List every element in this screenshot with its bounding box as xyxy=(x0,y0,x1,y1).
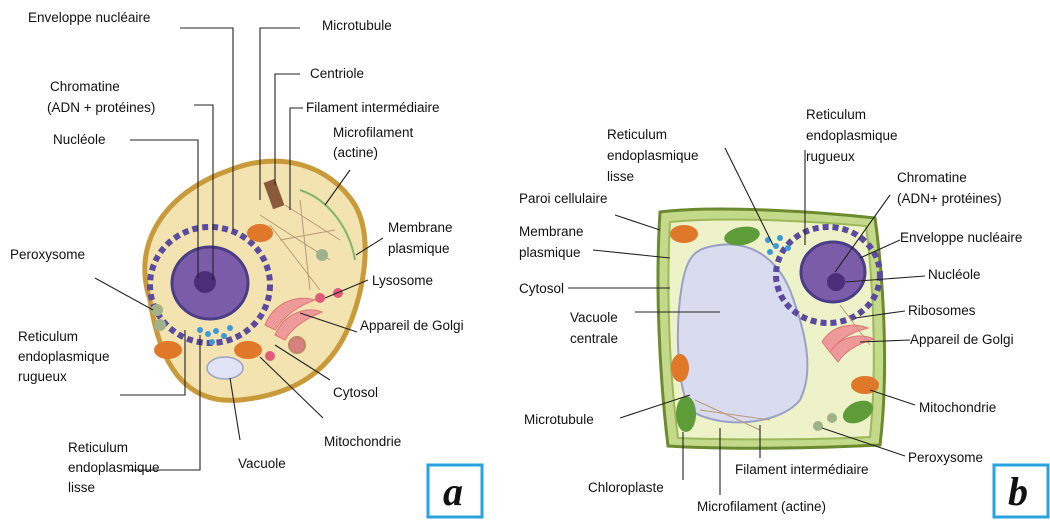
label-a-ser-3: lisse xyxy=(68,480,95,495)
label-b-filament-intermediaire: Filament intermédiaire xyxy=(735,462,869,477)
animal-mitochondrion-3 xyxy=(247,224,273,242)
label-b-golgi: Appareil de Golgi xyxy=(910,332,1014,347)
panel-a-letter: a xyxy=(443,469,463,514)
label-a-rer-2: endoplasmique xyxy=(18,349,110,364)
plant-peroxysome-2 xyxy=(827,413,837,423)
label-a-ser-1: Reticulum xyxy=(68,440,128,455)
animal-mitochondrion-2 xyxy=(234,341,262,359)
label-a-lysosome: Lysosome xyxy=(372,273,433,288)
label-a-microfilament-1: Microfilament xyxy=(333,125,414,140)
label-b-microfilament: Microfilament (actine) xyxy=(697,499,826,514)
label-b-nucleole: Nucléole xyxy=(928,267,981,282)
plant-nucleus xyxy=(801,242,865,302)
plant-mitochondrion xyxy=(670,225,698,243)
label-b-membrane-1: Membrane xyxy=(519,224,584,239)
label-a-vacuole: Vacuole xyxy=(238,456,286,471)
plant-nucleolus xyxy=(827,273,845,291)
label-a-cytosol: Cytosol xyxy=(333,385,378,400)
label-a-rer-3: rugueux xyxy=(18,369,67,384)
label-b-chromatine-2: (ADN+ protéines) xyxy=(897,191,1002,206)
label-b-peroxysome: Peroxysome xyxy=(908,450,983,465)
panel-b-plant-cell: Reticulum endoplasmique rugueux Reticulu… xyxy=(519,107,1048,517)
label-a-microfilament-2: (actine) xyxy=(333,145,378,160)
label-b-paroi: Paroi cellulaire xyxy=(519,191,608,206)
label-a-filament-intermediaire: Filament intermédiaire xyxy=(306,100,440,115)
label-a-ser-2: endoplasmique xyxy=(68,460,160,475)
label-b-chloroplaste: Chloroplaste xyxy=(588,480,664,495)
label-a-chromatine-2: (ADN + protéines) xyxy=(47,100,155,115)
animal-lysosome-big xyxy=(289,337,305,353)
label-b-ribosomes: Ribosomes xyxy=(908,303,976,318)
label-a-centriole: Centriole xyxy=(310,66,364,81)
label-b-membrane-2: plasmique xyxy=(519,245,581,260)
label-b-chromatine-1: Chromatine xyxy=(897,170,967,185)
plant-chloroplast-2 xyxy=(676,396,696,432)
label-b-ser-3: lisse xyxy=(607,169,634,184)
label-b-mitochondrie: Mitochondrie xyxy=(919,400,996,415)
animal-golgi-vesicle xyxy=(265,351,275,361)
label-a-membrane-1: Membrane xyxy=(388,220,453,235)
animal-mitochondrion xyxy=(154,341,182,359)
plant-peroxysome xyxy=(813,421,823,431)
label-a-mitochondrie: Mitochondrie xyxy=(324,434,401,449)
panel-a-animal-cell: Enveloppe nucléaire Microtubule Centriol… xyxy=(10,10,482,517)
label-b-ser-2: endoplasmique xyxy=(607,148,699,163)
lysosome-shape xyxy=(315,293,325,303)
animal-vacuole xyxy=(207,357,243,379)
label-a-membrane-2: plasmique xyxy=(388,241,450,256)
label-a-enveloppe-nucleaire: Enveloppe nucléaire xyxy=(28,10,150,25)
label-b-ser-1: Reticulum xyxy=(607,127,667,142)
label-a-microtubule: Microtubule xyxy=(322,18,392,33)
label-b-rer-3: rugueux xyxy=(806,149,855,164)
label-b-microtubule: Microtubule xyxy=(524,412,594,427)
label-b-enveloppe-nucleaire: Enveloppe nucléaire xyxy=(900,230,1022,245)
label-a-peroxysome: Peroxysome xyxy=(10,247,85,262)
panel-b-letter: b xyxy=(1008,469,1028,514)
plant-mitochondrion-2 xyxy=(671,354,689,382)
label-b-rer-1: Reticulum xyxy=(806,107,866,122)
label-b-vacuole-1: Vacuole xyxy=(570,310,618,325)
label-a-nucleole: Nucléole xyxy=(53,132,106,147)
animal-peroxysome-2 xyxy=(154,319,166,331)
label-a-chromatine-1: Chromatine xyxy=(50,79,120,94)
label-a-rer-1: Reticulum xyxy=(18,329,78,344)
label-b-cytosol: Cytosol xyxy=(519,281,564,296)
label-b-vacuole-2: centrale xyxy=(570,331,618,346)
animal-peroxysome-3 xyxy=(316,249,328,261)
label-a-golgi: Appareil de Golgi xyxy=(360,318,464,333)
leader-b-paroi xyxy=(615,215,660,230)
label-b-rer-2: endoplasmique xyxy=(806,128,898,143)
